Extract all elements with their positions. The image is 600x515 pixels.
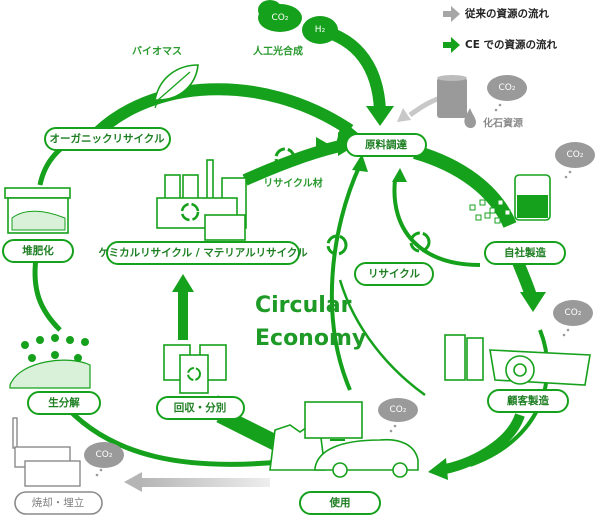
node-organic-recycle[interactable]: オーガニックリサイクル: [44, 127, 171, 151]
compost-plants-icon: [9, 334, 91, 389]
svg-text:CO₂: CO₂: [390, 405, 407, 415]
h2-cloud-green: H₂: [302, 16, 338, 44]
svg-text:ケミカルリサイクル / マテリアルリサイクル: ケミカルリサイクル / マテリアルリサイクル: [98, 247, 308, 259]
svg-text:原料調達: 原料調達: [365, 138, 407, 151]
co2-cloud-green: CO₂: [258, 0, 302, 32]
svg-text:CO₂: CO₂: [567, 150, 584, 160]
leaf-icon: [154, 64, 199, 109]
title-line1: Circular: [255, 293, 352, 318]
recycled-material-arrow: [242, 139, 347, 186]
film-rolls-icon: [444, 334, 591, 386]
node-use[interactable]: 使用: [299, 491, 381, 515]
svg-text:回収・分別: 回収・分別: [174, 401, 227, 414]
svg-text:堆肥化: 堆肥化: [22, 244, 54, 257]
legend: 従来の資源の流れ CE での資源の流れ: [443, 6, 558, 53]
car-icon: [314, 438, 419, 478]
legend-ce-arrow-icon: [443, 37, 460, 53]
recycle-icon: [180, 202, 200, 222]
down-arrow-icon: [520, 292, 546, 312]
co2-cloud-grey-fossil: CO₂: [487, 75, 527, 112]
node-procurement[interactable]: 原料調達: [345, 133, 427, 157]
svg-text:顧客製造: 顧客製造: [507, 394, 549, 407]
co2-cloud-grey-disposal: CO₂: [84, 442, 124, 477]
node-in-house-manufacturing[interactable]: 自社製造: [484, 241, 566, 265]
legend-conventional-arrow-icon: [443, 6, 460, 22]
svg-text:生分解: 生分解: [48, 396, 80, 409]
node-customer-manufacturing[interactable]: 顧客製造: [487, 389, 569, 413]
tv-icon: [304, 401, 363, 441]
recycle-icon: [409, 231, 431, 253]
node-collection-sorting[interactable]: 回収・分別: [156, 396, 245, 420]
oil-drum-icon: [437, 75, 476, 129]
recycle-bins-icon: [163, 344, 227, 394]
recycle-icon: [326, 234, 348, 256]
co2-text: CO₂: [272, 13, 289, 23]
svg-text:CO₂: CO₂: [499, 83, 516, 93]
use-to-disposal-arrow: [140, 478, 270, 487]
co2-cloud-grey-manufacturing: CO₂: [555, 142, 595, 179]
title-line2: Economy: [255, 326, 366, 351]
recycle-icon: [274, 147, 296, 169]
co2-cloud-grey-use: CO₂: [378, 398, 418, 433]
node-composting[interactable]: 堆肥化: [2, 239, 74, 263]
svg-text:リサイクル: リサイクル: [368, 268, 420, 280]
svg-text:CO₂: CO₂: [565, 308, 582, 318]
biomass-flow-arrow: [90, 83, 354, 140]
label-biomass: バイオマス: [132, 46, 182, 58]
co2-cloud-grey-customer: CO₂: [553, 300, 593, 337]
label-artificial-photosynthesis: 人工光合成: [253, 45, 303, 58]
oil-drop-icon: [464, 108, 476, 129]
beaker-pellets-icon: [469, 174, 551, 224]
recycle-icons: [274, 147, 431, 256]
label-recycled-material: リサイクル材: [263, 177, 323, 190]
svg-text:オーガニックリサイクル: オーガニックリサイクル: [50, 132, 165, 145]
label-fossil-resources: 化石資源: [483, 117, 523, 130]
incinerator-icon: [12, 417, 81, 487]
h2-text: H₂: [315, 25, 326, 35]
legend-conventional-label: 従来の資源の流れ: [464, 7, 549, 20]
svg-text:使用: 使用: [329, 496, 351, 509]
node-recycle[interactable]: リサイクル: [354, 262, 434, 286]
factory-icon: [156, 159, 247, 241]
legend-ce-label: CE での資源の流れ: [465, 38, 558, 51]
svg-text:CO₂: CO₂: [96, 450, 113, 460]
node-incineration-landfill[interactable]: 焼却・埋立: [14, 491, 103, 515]
procurement-to-manufacturing-arrow: [413, 145, 517, 228]
compost-bin-icon: [4, 187, 71, 234]
node-chemical-material-recycle[interactable]: ケミカルリサイクル / マテリアルリサイクル: [98, 241, 308, 265]
node-biodegradation[interactable]: 生分解: [27, 391, 101, 415]
svg-text:自社製造: 自社製造: [504, 246, 546, 259]
svg-text:焼却・埋立: 焼却・埋立: [32, 496, 85, 509]
